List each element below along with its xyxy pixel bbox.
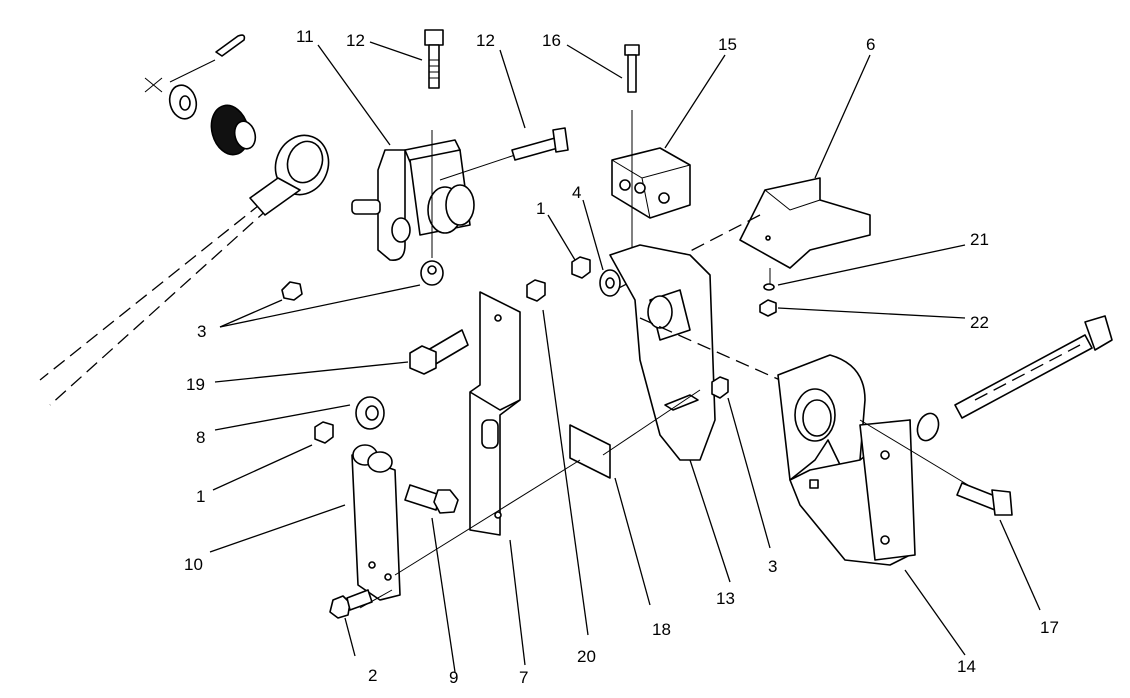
callout-3-left: 3 xyxy=(197,322,206,341)
link-plate xyxy=(351,444,401,601)
callout-14: 14 xyxy=(957,657,976,676)
plate xyxy=(739,177,871,269)
washer-small xyxy=(763,283,775,291)
nut-lower xyxy=(711,376,729,399)
snap-ring xyxy=(916,412,940,442)
mounting-bracket xyxy=(609,244,716,461)
callout-3-right: 3 xyxy=(768,557,777,576)
carriage-bolt xyxy=(956,482,1013,516)
callout-11: 11 xyxy=(296,27,314,46)
block-assembly xyxy=(611,147,691,219)
nut-plate xyxy=(759,299,777,317)
bushing xyxy=(210,104,257,156)
callout-20: 20 xyxy=(577,647,596,666)
callout-10: 10 xyxy=(184,555,203,574)
spacer-8 xyxy=(355,396,385,430)
bolt-angled xyxy=(511,127,569,161)
large-bracket xyxy=(777,354,916,566)
callout-12-top: 12 xyxy=(346,31,365,50)
callout-18: 18 xyxy=(652,620,671,639)
nut-mid xyxy=(571,256,591,279)
bolt-2 xyxy=(329,589,373,619)
nut-bracket xyxy=(420,260,444,286)
callout-13: 13 xyxy=(716,589,735,608)
washer-top xyxy=(168,84,198,120)
callout-22: 22 xyxy=(970,313,989,332)
nut-10 xyxy=(314,421,334,444)
nut-left xyxy=(281,281,303,301)
callout-1-top: 1 xyxy=(536,199,545,218)
cotter-pin xyxy=(215,34,246,57)
spacer-plate xyxy=(569,424,611,479)
callout-1-left: 1 xyxy=(196,487,205,506)
callout-8: 8 xyxy=(196,428,205,447)
leader-lines xyxy=(209,41,1041,673)
long-bolt xyxy=(954,315,1113,419)
pivot-bracket xyxy=(351,139,475,262)
bolt-vertical xyxy=(424,29,444,89)
washer-mid xyxy=(599,269,621,297)
callout-6: 6 xyxy=(866,35,875,54)
callout-17: 17 xyxy=(1040,618,1059,637)
bolt-small xyxy=(624,44,640,93)
callout-9: 9 xyxy=(449,668,458,687)
callout-12-angled: 12 xyxy=(476,31,495,50)
bar-bracket xyxy=(469,291,521,536)
callout-7: 7 xyxy=(519,668,528,687)
callout-4: 4 xyxy=(572,183,581,202)
nut-bar xyxy=(526,279,546,302)
callouts: 11 12 12 16 15 6 1 4 21 22 3 19 8 1 10 2… xyxy=(184,27,1059,687)
cable-assembly xyxy=(39,134,330,406)
bolt-9 xyxy=(404,484,459,514)
callout-19: 19 xyxy=(186,375,205,394)
callout-15: 15 xyxy=(718,35,737,54)
callout-2: 2 xyxy=(368,666,377,685)
callout-16: 16 xyxy=(542,31,561,50)
bolt-19 xyxy=(409,329,469,375)
callout-21: 21 xyxy=(970,230,989,249)
